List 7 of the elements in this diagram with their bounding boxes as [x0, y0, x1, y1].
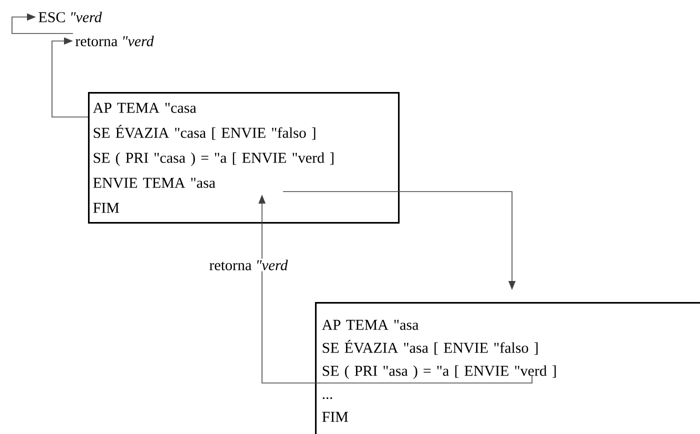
edge-label: retorna "verd	[208, 258, 289, 272]
text-label: retorna "verd	[76, 36, 154, 46]
arrow	[52, 37, 88, 118]
arrow	[12, 13, 74, 34]
text-label: ESC "verd	[38, 12, 102, 22]
code-box: AP TEMA "asa SE ÉVAZIA "asa [ ENVIE "falso ] SE ( PRI "asa ) = "a [ ENVIE "verd ] ... FIM	[315, 302, 700, 434]
code-box: AP TEMA "casa SE ÉVAZIA "casa [ ENVIE "falso ] SE ( PRI "casa ) = "a [ ENVIE "verd ] ENVIE TEMA "asa FIM	[88, 92, 400, 224]
